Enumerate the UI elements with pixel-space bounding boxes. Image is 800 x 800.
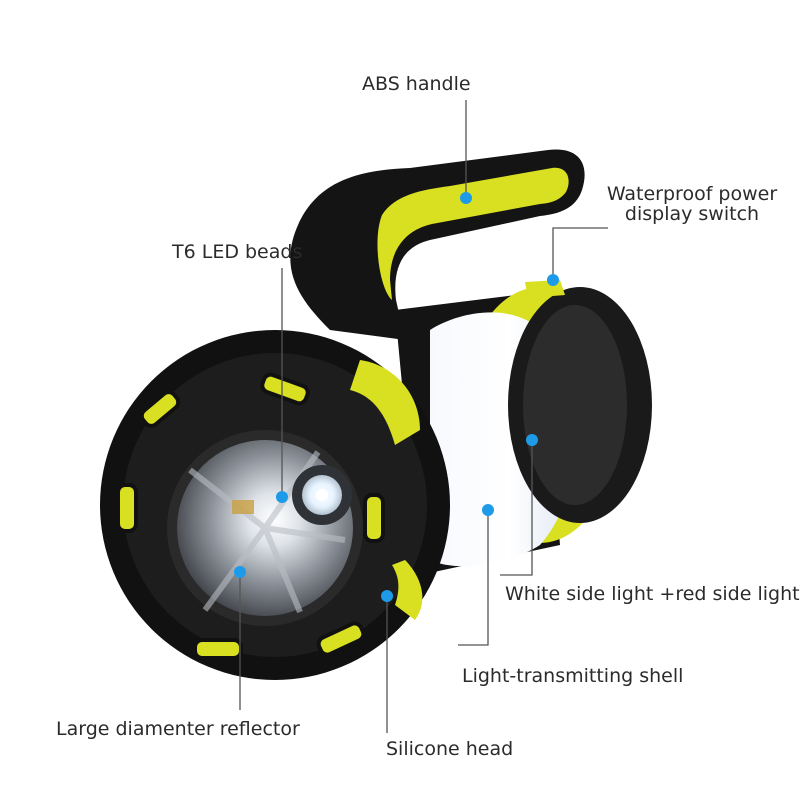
abs-handle — [290, 149, 585, 340]
callout-abs-handle: ABS handle — [362, 73, 471, 95]
callout-silicone-head: Silicone head — [386, 738, 514, 760]
callout-led-beads: T6 LED beads — [172, 241, 303, 263]
callout-power-switch-line2: display switch — [624, 203, 760, 225]
callout-dots — [234, 192, 559, 602]
silicone-head — [100, 330, 450, 680]
leader-lines — [239, 100, 608, 733]
callout-shell: Light-transmitting shell — [462, 665, 684, 687]
callout-power-switch: Waterproof power display switch — [592, 184, 792, 224]
lantern-body — [395, 280, 652, 575]
callout-side-light: White side light +red side light — [505, 583, 800, 605]
callout-power-switch-line1: Waterproof power — [606, 183, 778, 205]
callout-reflector: Large diamenter reflector — [56, 718, 300, 740]
